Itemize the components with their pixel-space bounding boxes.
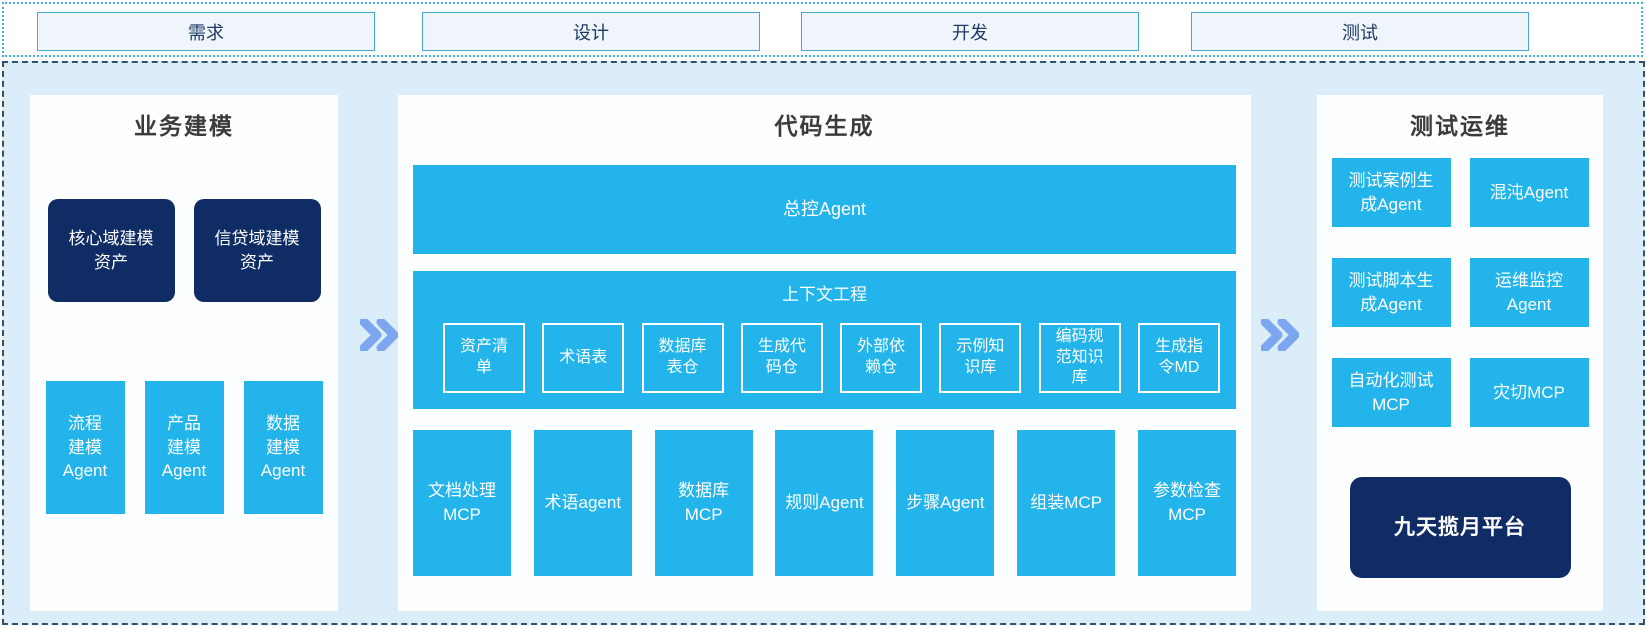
box-test-case-generation-agent: 测试案例生 成Agent: [1331, 158, 1451, 227]
panel-code-generation: 代码生成 总控Agent 上下文工程 资产清 单 术语表 数据库 表仓 生成代 …: [398, 95, 1251, 611]
panel-title-code-generation: 代码生成: [774, 113, 875, 139]
box-ops-monitoring-agent: 运维监控 Agent: [1469, 258, 1589, 327]
panel-title-test-operations: 测试运维: [1410, 113, 1510, 139]
tool-box-assembly-mcp: 组装MCP: [1017, 430, 1116, 576]
context-item-external-dependency-repo: 外部依 赖仓: [840, 323, 923, 393]
modeling-agent-row: 流程 建模 Agent 产品 建模 Agent 数据 建模 Agent: [30, 381, 338, 514]
context-item-asset-list: 资产清 单: [443, 323, 525, 393]
main-container: 业务建模 核心域建模 资产 信贷域建模 资产 流程 建模 Agent 产品 建模…: [2, 61, 1645, 625]
box-automated-testing-mcp: 自动化测试 MCP: [1331, 358, 1451, 427]
modeling-asset-row: 核心域建模 资产 信贷域建模 资产: [30, 199, 338, 302]
agent-box-product-modeling: 产品 建模 Agent: [144, 381, 224, 514]
tool-box-rules-agent: 规则Agent: [775, 430, 874, 576]
tool-box-terminology-agent: 术语agent: [533, 430, 632, 576]
asset-box-credit-domain: 信贷域建模 资产: [193, 199, 321, 302]
tool-box-doc-processing-mcp: 文档处理 MCP: [413, 430, 511, 576]
agent-box-data-modeling: 数据 建模 Agent: [243, 381, 323, 514]
context-engineering-box: 上下文工程 资产清 单 术语表 数据库 表仓 生成代 码仓 外部依 赖仓 示例知…: [413, 271, 1236, 409]
phase-testing: 测试: [1191, 12, 1529, 51]
panel-business-modeling: 业务建模 核心域建模 资产 信贷域建模 资产 流程 建模 Agent 产品 建模…: [30, 95, 338, 611]
phase-strip: 需求 设计 开发 测试: [2, 2, 1643, 57]
testops-row: 测试案例生 成Agent 混沌Agent: [1317, 158, 1603, 227]
phase-development: 开发: [801, 12, 1139, 51]
context-item-db-table-repo: 数据库 表仓: [641, 323, 724, 393]
box-test-script-generation-agent: 测试脚本生 成Agent: [1331, 258, 1451, 327]
tool-box-parameter-check-mcp: 参数检查 MCP: [1137, 430, 1236, 576]
asset-box-core-domain: 核心域建模 资产: [47, 199, 175, 302]
panel-title-business-modeling: 业务建模: [134, 113, 234, 139]
flow-arrow-icon: [1261, 319, 1299, 351]
context-engineering-title: 上下文工程: [782, 285, 867, 304]
context-item-generate-instruction-md: 生成指 令MD: [1137, 323, 1220, 393]
phase-requirements: 需求: [37, 12, 375, 51]
codegen-tool-row: 文档处理 MCP 术语agent 数据库 MCP 规则Agent 步骤Agent…: [413, 430, 1236, 576]
phase-design: 设计: [422, 12, 760, 51]
panel-test-operations: 测试运维 测试案例生 成Agent 混沌Agent 测试脚本生 成Agent 运…: [1317, 95, 1603, 611]
jiutian-lanyue-platform-box: 九天揽月平台: [1349, 477, 1571, 578]
context-item-coding-standard-kb: 编码规 范知识 库: [1038, 323, 1121, 393]
context-item-glossary: 术语表: [542, 323, 625, 393]
tool-box-database-mcp: 数据库 MCP: [654, 430, 753, 576]
agent-box-process-modeling: 流程 建模 Agent: [45, 381, 125, 514]
testops-row: 自动化测试 MCP 灾切MCP: [1317, 358, 1603, 427]
context-item-row: 资产清 单 术语表 数据库 表仓 生成代 码仓 外部依 赖仓 示例知 识库 编码…: [443, 323, 1220, 393]
master-control-agent-bar: 总控Agent: [413, 165, 1236, 254]
box-disaster-switch-mcp: 灾切MCP: [1469, 358, 1589, 427]
box-chaos-agent: 混沌Agent: [1469, 158, 1589, 227]
context-item-generated-code-repo: 生成代 码仓: [740, 323, 823, 393]
testops-row: 测试脚本生 成Agent 运维监控 Agent: [1317, 258, 1603, 327]
tool-box-steps-agent: 步骤Agent: [896, 430, 995, 576]
context-item-example-knowledge-base: 示例知 识库: [939, 323, 1022, 393]
flow-arrow-icon: [360, 319, 398, 351]
